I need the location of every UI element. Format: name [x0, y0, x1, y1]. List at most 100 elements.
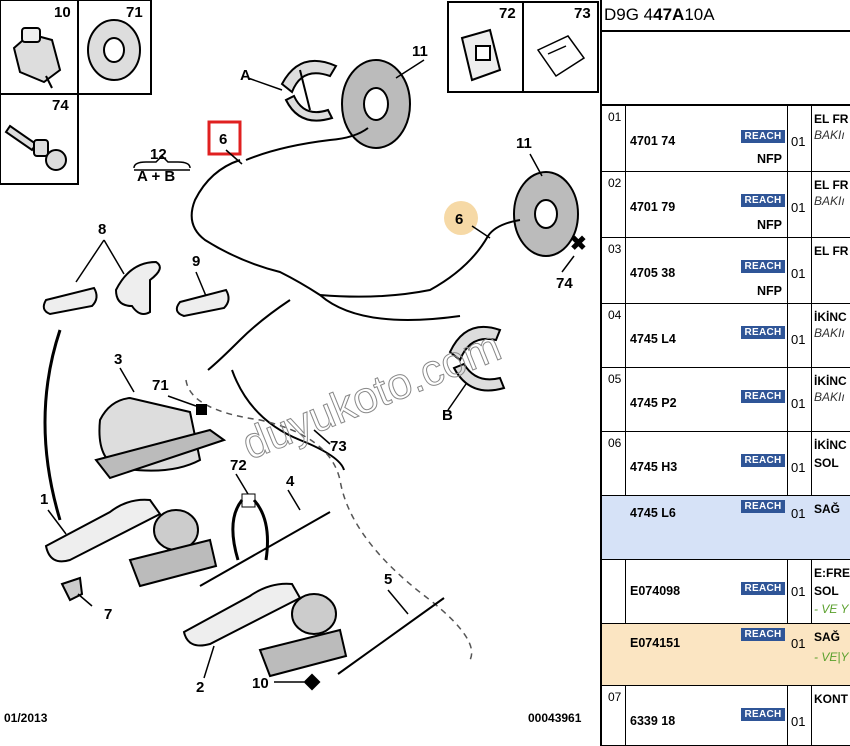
row-index: 05	[608, 372, 622, 386]
part-description: KONT	[814, 692, 848, 706]
marker-71	[196, 404, 207, 415]
callout-11-top: 11	[412, 43, 428, 60]
quantity: 01	[791, 636, 806, 651]
row-index: 03	[608, 242, 622, 256]
col-divider-1	[625, 106, 626, 746]
part-reference: 4745 P2	[630, 396, 677, 410]
part-description: İKİNC	[814, 374, 847, 388]
part-description-2: SOL	[814, 584, 839, 598]
bracket-curves	[43, 329, 269, 561]
front-cable	[207, 299, 345, 471]
washer-icon	[87, 19, 141, 81]
reach-badge: REACH	[741, 130, 785, 143]
lever-1	[44, 498, 218, 588]
quantity: 01	[791, 506, 806, 521]
reach-badge: REACH	[741, 454, 785, 467]
reach-badge: REACH	[741, 500, 785, 513]
part-reference: 4701 74	[630, 134, 676, 148]
marker-10	[303, 673, 321, 691]
reach-badge: REACH	[741, 390, 785, 403]
nfp-label: NFP	[757, 218, 782, 232]
brake-shoe-b	[448, 325, 506, 392]
marker-72	[241, 493, 256, 508]
table-row[interactable]: 05 4745 P2 REACH 01 İKİNC BAKIı	[602, 368, 850, 432]
part-subtext: BAKIı	[814, 390, 845, 404]
clip-73-icon	[536, 35, 586, 78]
col-divider-2	[787, 106, 788, 746]
callout-11-right: 11	[516, 135, 532, 152]
callout-4: 4	[286, 473, 295, 490]
part-subtext: BAKIı	[814, 326, 845, 340]
table-header: D9G 4 47A 10A	[602, 0, 850, 32]
quantity: 01	[791, 714, 806, 729]
rear-cables	[190, 127, 521, 321]
part-description: İKİNC	[814, 438, 847, 452]
quantity: 01	[791, 332, 806, 347]
quantity: 01	[791, 460, 806, 475]
part-subtext: BAKIı	[814, 194, 845, 208]
header-prefix: D9G 4	[604, 5, 654, 24]
part-note: - VE Y	[814, 602, 849, 616]
part-subtext: BAKIı	[814, 128, 845, 142]
part-description: SAĞ	[814, 502, 841, 516]
callout-b: B	[442, 407, 453, 424]
callout-71-b: 71	[152, 377, 169, 394]
col-divider-3	[811, 106, 812, 746]
lever-2	[182, 582, 348, 678]
callout-72: 72	[499, 5, 516, 22]
part-reference: E074098	[630, 584, 681, 598]
part-reference: E074151	[630, 636, 681, 650]
callout-74-b: 74	[556, 275, 573, 292]
part-description: EL FR	[814, 244, 849, 258]
reach-badge: REACH	[741, 708, 785, 721]
row-index: 07	[608, 690, 622, 704]
part-reference: 4701 79	[630, 200, 676, 214]
reach-badge: REACH	[741, 194, 785, 207]
callout-73-b: 73	[330, 438, 347, 455]
table-row[interactable]: 4745 L6 REACH 01 SAĞ	[602, 496, 850, 560]
brace-12	[133, 154, 191, 169]
quantity: 01	[791, 266, 806, 281]
part-description: EL FR	[814, 178, 849, 192]
quantity: 01	[791, 200, 806, 215]
callout-6-highlight	[207, 120, 242, 156]
part-description: SAĞ	[814, 630, 841, 644]
footer-date: 01/2013	[4, 711, 48, 725]
callout-2: 2	[196, 679, 204, 696]
callout-1: 1	[40, 491, 48, 508]
callout-10-b: 10	[252, 675, 269, 692]
table-row[interactable]: 07 6339 18 REACH 01 KONT	[602, 686, 850, 746]
part-reference: 4745 H3	[630, 460, 678, 474]
callout-10: 10	[54, 4, 71, 21]
table-row[interactable]: 06 4745 H3 REACH 01 İKİNC SOL	[602, 432, 850, 496]
callout-6-a: 6	[219, 131, 227, 148]
header-suffix: 10A	[684, 5, 715, 24]
clip-72-icon	[460, 28, 502, 82]
callout-74: 74	[52, 97, 69, 114]
handle-grips	[42, 260, 230, 318]
backing-plate-top	[341, 59, 411, 149]
lever-boot	[94, 396, 227, 480]
part-description-2: SOL	[814, 456, 839, 470]
row-index: 06	[608, 436, 622, 450]
backing-plate-right	[513, 171, 579, 257]
reach-badge: REACH	[741, 628, 785, 641]
footer-code: 00043961	[528, 711, 582, 725]
part-reference: 6339 18	[630, 714, 676, 728]
reach-badge: REACH	[741, 260, 785, 273]
callout-5: 5	[384, 571, 392, 588]
part-reference: 4745 L6	[630, 506, 676, 520]
quantity: 01	[791, 396, 806, 411]
marker-74: ✖	[570, 233, 587, 255]
callout-6-b: 6	[455, 211, 463, 228]
row-index: 02	[608, 176, 622, 190]
reach-badge: REACH	[741, 582, 785, 595]
part-reference: 4705 38	[630, 266, 676, 280]
